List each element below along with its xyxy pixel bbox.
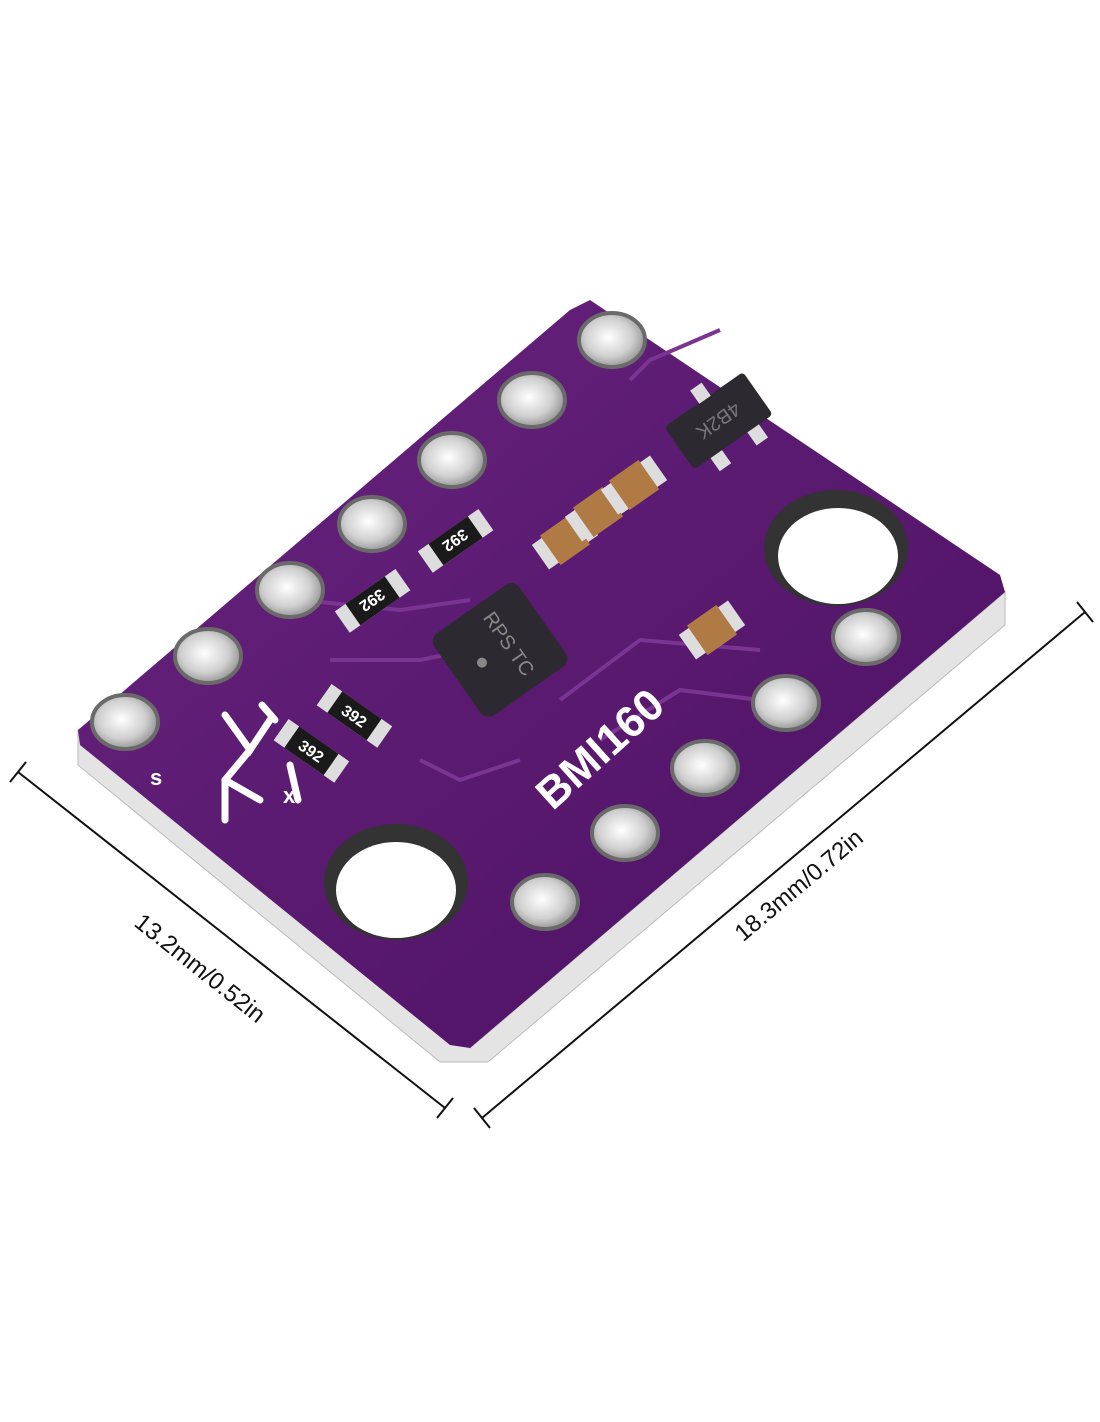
mounting-holes <box>324 490 908 940</box>
pcb-edge <box>77 590 1006 1063</box>
capacitors <box>531 455 746 660</box>
pin-header-left <box>90 311 647 751</box>
svg-text:s: s <box>150 765 162 790</box>
svg-text:x: x <box>283 783 296 808</box>
dimension-lines <box>9 601 1094 1129</box>
imu-chip: RPS TC <box>432 583 568 717</box>
axis-orientation-icon: s x <box>150 701 302 824</box>
pin-header-right <box>510 608 901 931</box>
voltage-regulator-chip: 4B2K <box>665 373 772 472</box>
resistors: 392 392 392 392 <box>273 508 494 783</box>
